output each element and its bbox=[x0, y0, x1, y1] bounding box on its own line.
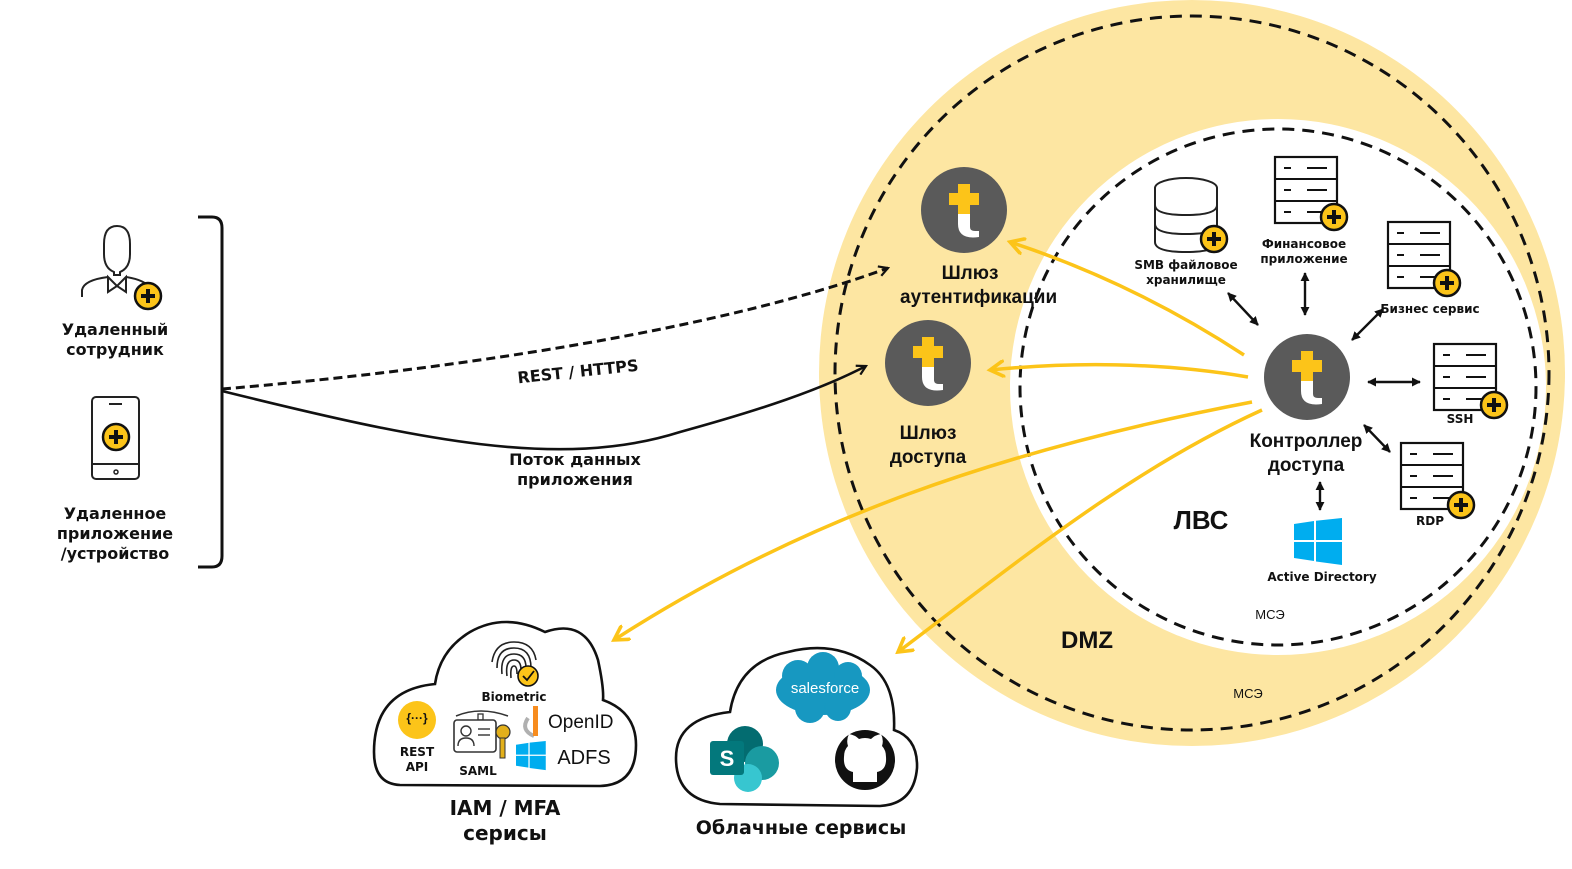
controller-to-auth-gateway-link bbox=[1010, 242, 1245, 357]
sharepoint-logo-icon[interactable] bbox=[710, 726, 779, 792]
controller-business-link bbox=[1351, 308, 1384, 341]
business-service-badge-icon bbox=[1432, 268, 1462, 298]
biometric-check-icon bbox=[517, 665, 539, 687]
openid-icon[interactable] bbox=[523, 706, 538, 738]
ssh-label: SSH bbox=[1446, 412, 1474, 426]
auth-gateway-label-line2: аутентификации bbox=[900, 286, 1058, 308]
github-logo-icon[interactable] bbox=[835, 730, 895, 790]
remote-employee-label: Удаленный сотрудник bbox=[50, 320, 180, 360]
data-flow-label-line2: приложения bbox=[517, 470, 633, 489]
cloud-services-title: Облачные сервисы bbox=[695, 817, 907, 839]
remote-app-label-line3: /устройство bbox=[60, 544, 170, 563]
remote-employee-badge-icon bbox=[133, 281, 163, 311]
remote-app-label-line1: Удаленное bbox=[63, 504, 167, 523]
controller-rdp-link bbox=[1363, 424, 1391, 453]
rest-api-glyph: {···} bbox=[406, 711, 428, 725]
outer-firewall-boundary bbox=[833, 14, 1551, 732]
biometric-label: Biometric bbox=[481, 690, 547, 704]
ssh-badge-icon bbox=[1479, 390, 1509, 420]
data-flow-label: Поток данных приложения bbox=[500, 450, 650, 490]
access-gateway-label-line1: Шлюз bbox=[899, 423, 957, 444]
controller-to-access-gateway-link bbox=[990, 365, 1249, 379]
sharepoint-letter: S bbox=[719, 746, 735, 771]
auth-gateway-icon[interactable] bbox=[921, 167, 1007, 253]
rdp-badge-icon bbox=[1446, 490, 1476, 520]
adfs-label: ADFS bbox=[557, 747, 611, 769]
iam-cloud-shape bbox=[372, 620, 638, 788]
smb-storage-icon[interactable] bbox=[1154, 177, 1218, 254]
finance-app-label-line2: приложение bbox=[1260, 252, 1348, 266]
controller-to-cloud-link bbox=[898, 408, 1263, 652]
salesforce-logo-icon[interactable] bbox=[776, 652, 870, 723]
smb-storage-label-line2: хранилище bbox=[1146, 273, 1226, 287]
controller-smb-link bbox=[1227, 292, 1259, 326]
iam-mfa-title-line2: серисы bbox=[463, 821, 547, 845]
rdp-label: RDP bbox=[1416, 514, 1444, 528]
controller-to-iam-link bbox=[614, 400, 1253, 640]
auth-gateway-label-line1: Шлюз bbox=[941, 263, 999, 284]
access-gateway-icon[interactable] bbox=[885, 320, 971, 406]
rest-api-label-line1: REST bbox=[399, 745, 435, 759]
rest-api-label-line2: API bbox=[405, 760, 429, 774]
clients-bracket bbox=[198, 215, 224, 569]
business-service-label: Бизнес сервис bbox=[1380, 302, 1480, 316]
outer-firewall-label: МСЭ bbox=[1233, 686, 1263, 701]
saml-id-badge-icon[interactable] bbox=[453, 710, 511, 759]
access-controller-icon[interactable] bbox=[1264, 334, 1350, 420]
finance-app-badge-icon bbox=[1319, 202, 1349, 232]
smb-storage-label: SMB файловое хранилище bbox=[1128, 258, 1244, 288]
access-controller-label-line1: Контроллер bbox=[1249, 431, 1363, 452]
iam-mfa-title: IAM / MFA серисы bbox=[420, 796, 590, 846]
access-controller-label-line2: доступа bbox=[1267, 454, 1345, 476]
access-gateway-label: Шлюз доступа bbox=[868, 422, 988, 470]
remote-employee-label-line2: сотрудник bbox=[66, 340, 164, 359]
mobile-device-badge-icon bbox=[101, 422, 131, 452]
inner-firewall-boundary bbox=[1018, 127, 1538, 647]
inner-firewall-label: МСЭ bbox=[1255, 607, 1285, 622]
data-flow-label-line1: Поток данных bbox=[509, 450, 641, 469]
iam-mfa-title-line1: IAM / MFA bbox=[449, 796, 561, 820]
remote-employee-label-line1: Удаленный bbox=[61, 320, 169, 339]
lan-zone-label: ЛВС bbox=[1173, 505, 1229, 535]
auth-gateway-label: Шлюз аутентификации bbox=[900, 262, 1058, 310]
smb-storage-badge-icon bbox=[1199, 224, 1229, 254]
remote-app-label: Удаленное приложение /устройство bbox=[40, 504, 190, 564]
rest-api-icon[interactable] bbox=[398, 701, 436, 739]
access-gateway-label-line2: доступа bbox=[889, 446, 967, 468]
rest-https-link bbox=[221, 268, 888, 391]
finance-app-label: Финансовое приложение bbox=[1254, 237, 1354, 267]
smb-storage-label-line1: SMB файловое bbox=[1134, 258, 1238, 272]
rest-api-label: REST API bbox=[396, 745, 438, 775]
active-directory-label: Active Directory bbox=[1267, 570, 1377, 584]
openid-label: OpenID bbox=[548, 712, 614, 733]
dmz-zone-label: DMZ bbox=[1061, 627, 1113, 654]
remote-app-label-line2: приложение bbox=[56, 524, 174, 543]
finance-app-label-line1: Финансовое bbox=[1261, 237, 1347, 251]
salesforce-label: salesforce bbox=[790, 680, 860, 697]
app-data-flow-link bbox=[221, 366, 866, 451]
saml-label: SAML bbox=[459, 764, 497, 778]
biometric-fingerprint-icon[interactable] bbox=[491, 641, 537, 679]
access-controller-label: Контроллер доступа bbox=[1238, 430, 1374, 478]
